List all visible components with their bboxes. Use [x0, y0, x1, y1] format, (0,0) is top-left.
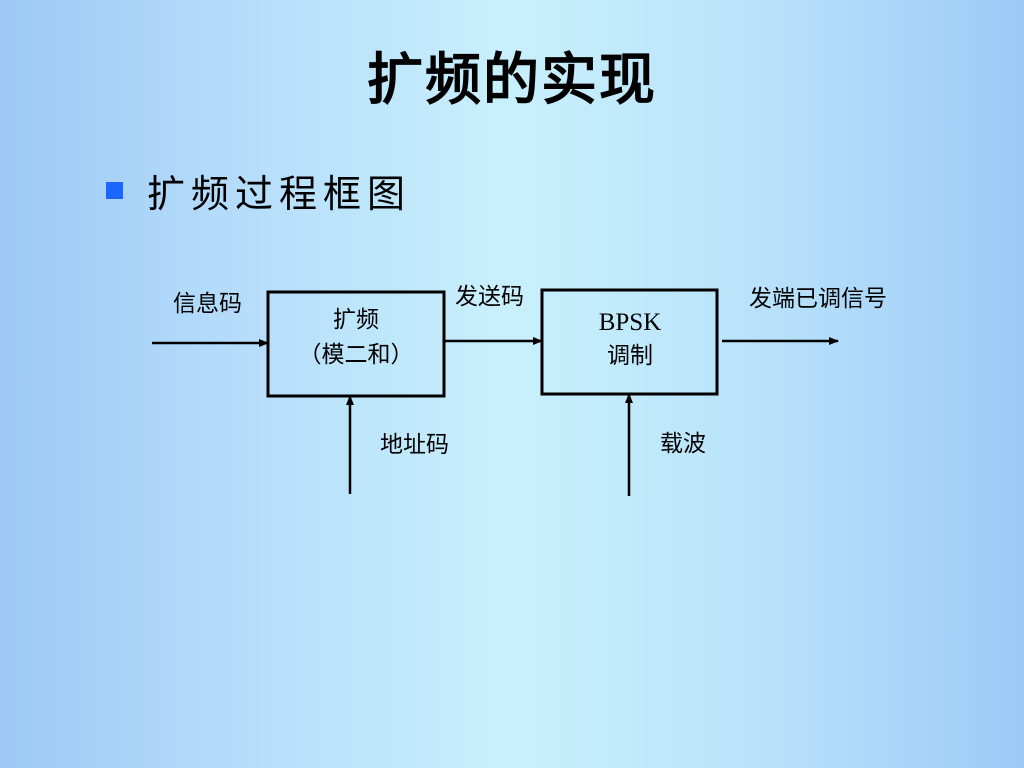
bpsk-block: [540, 288, 719, 396]
output-signal-label: 发端已调信号: [749, 286, 887, 312]
spread-block-sublabel: （模二和）: [299, 342, 414, 368]
address-code-label: 地址码: [380, 432, 449, 458]
bullet-item: 扩频过程框图: [106, 162, 411, 218]
spread-block-label: 扩频: [333, 307, 379, 333]
bullet-marker-icon: [106, 181, 123, 199]
bullet-text: 扩频过程框图: [147, 171, 412, 216]
carrier-label: 载波: [660, 431, 706, 457]
send-code-label: 发送码: [455, 284, 524, 310]
bpsk-block-label: BPSK: [599, 309, 662, 336]
slide-title: 扩频的实现: [367, 47, 657, 113]
spread-block: [266, 290, 446, 398]
info-code-label: 信息码: [173, 291, 242, 317]
bpsk-block-sublabel: 调制: [607, 343, 653, 369]
